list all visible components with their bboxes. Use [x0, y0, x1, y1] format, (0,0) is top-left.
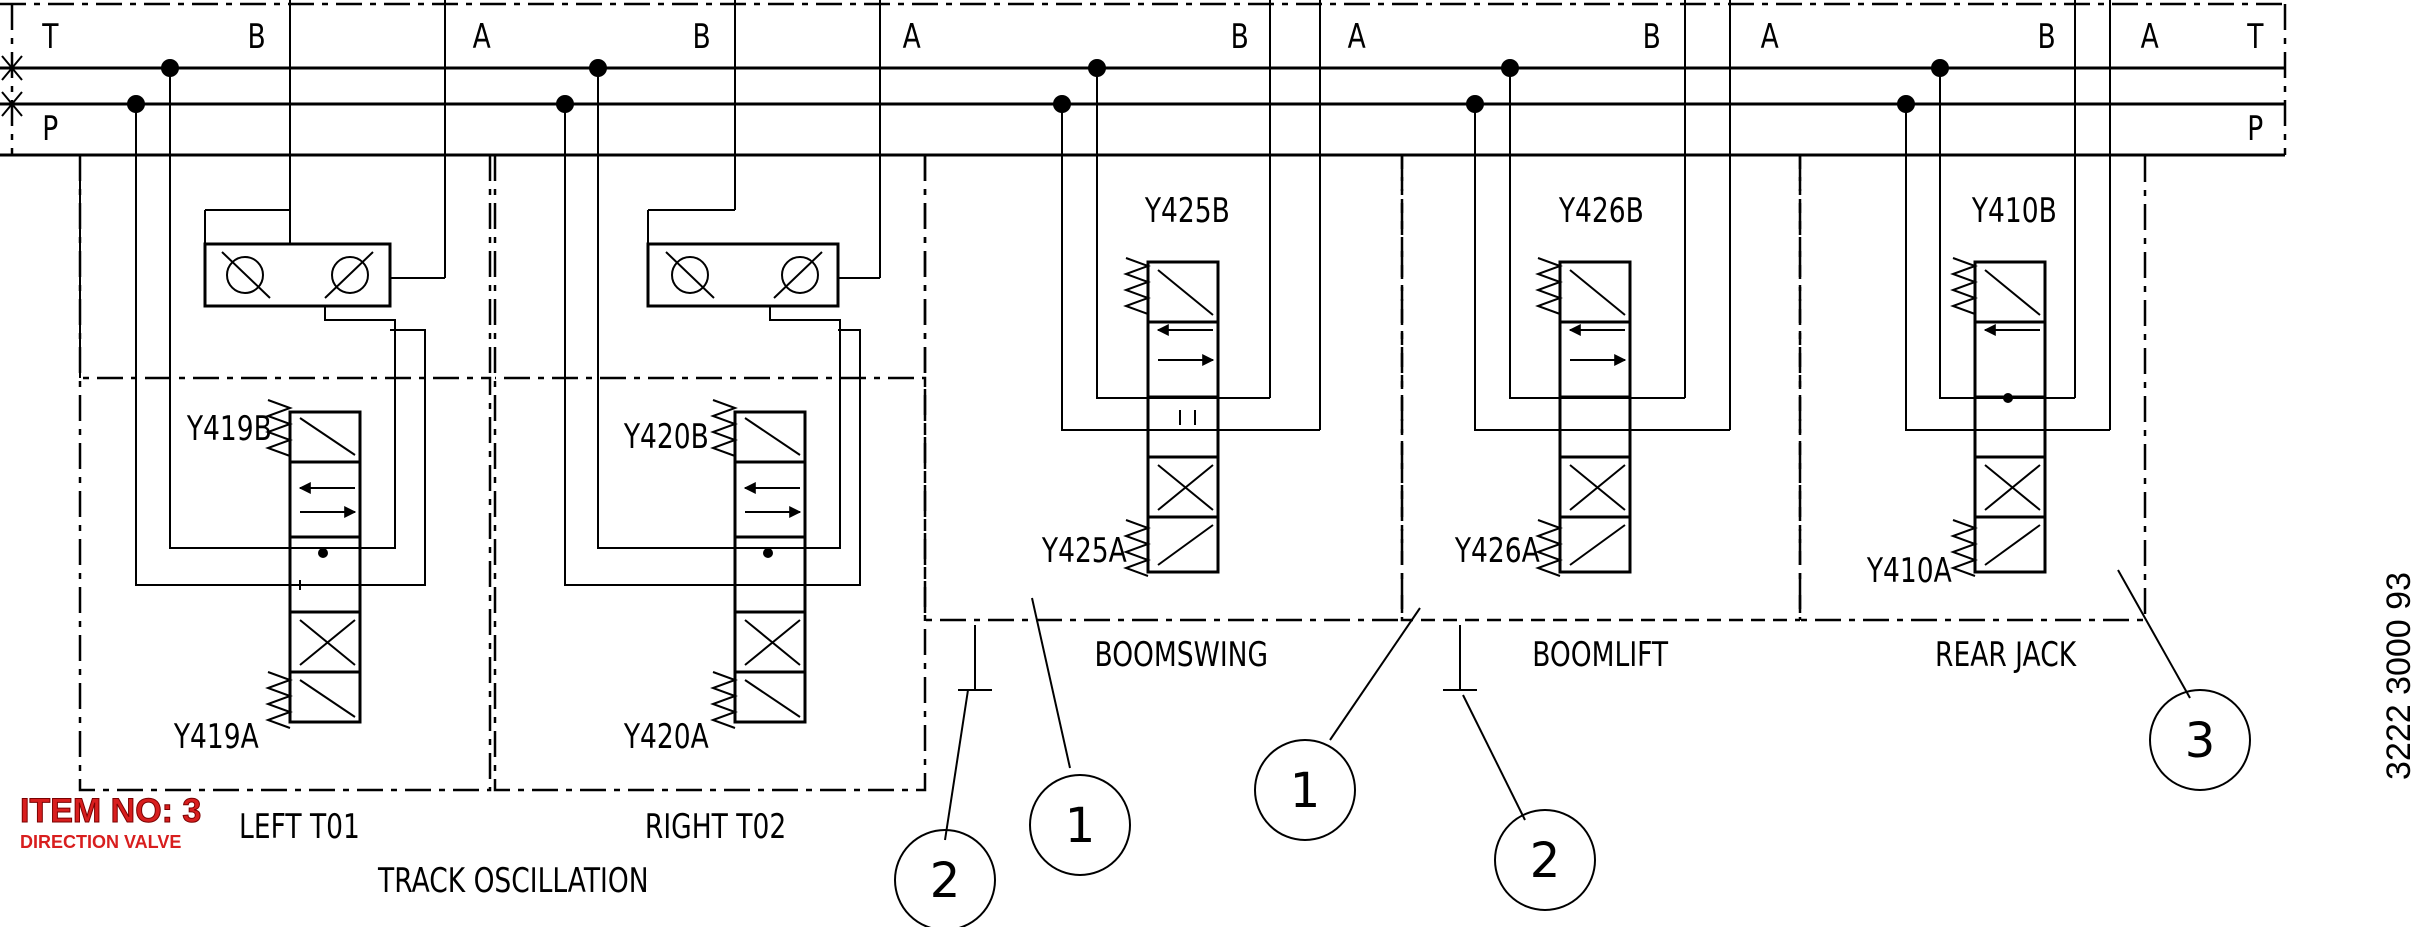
- svg-text:2: 2: [1530, 833, 1561, 889]
- svg-text:2: 2: [930, 853, 961, 909]
- callout-1b: 1: [1254, 739, 1356, 841]
- check-block-left: [203, 242, 392, 308]
- port-p-right: P: [2247, 110, 2263, 149]
- solenoid-y425a: Y425A: [1041, 532, 1127, 571]
- solenoid-y410a: Y410A: [1866, 552, 1952, 591]
- label-boomlift: BOOMLIFT: [1532, 636, 1668, 675]
- port-a-boomlift: A: [1761, 18, 1779, 57]
- label-boomswing: BOOMSWING: [1094, 636, 1268, 675]
- document-number: 3222 3000 93: [2380, 572, 2418, 780]
- port-b-left: B: [248, 18, 266, 57]
- port-a-rearjack: A: [2141, 18, 2159, 57]
- solenoid-y420b: Y420B: [623, 418, 709, 457]
- port-b-rearjack: B: [2038, 18, 2056, 57]
- item-number: ITEM NO: 3: [20, 792, 201, 830]
- port-lines: [289, 0, 2111, 430]
- solenoid-y426a: Y426A: [1454, 532, 1540, 571]
- port-b-boomswing: B: [1231, 18, 1249, 57]
- item-description: DIRECTION VALVE: [20, 832, 181, 852]
- svg-text:3: 3: [2185, 713, 2216, 769]
- callout-leaders: [944, 569, 2191, 841]
- port-a-right: A: [903, 18, 921, 57]
- section-boomswing: [923, 68, 1404, 622]
- port-a-left: A: [473, 18, 491, 57]
- section-rearjack: [1798, 68, 2147, 622]
- callout-1a: 1: [1029, 774, 1131, 876]
- port-p-left: P: [42, 110, 58, 149]
- drain-symbol-2: [1443, 625, 1477, 691]
- tank-cap-icon: [1, 55, 23, 81]
- svg-text:1: 1: [1065, 798, 1096, 854]
- section-left: [78, 68, 492, 792]
- port-t-left: T: [41, 18, 58, 57]
- callout-2a: 2: [894, 829, 996, 927]
- port-t-right: T: [2246, 18, 2263, 57]
- section-right: [493, 68, 927, 792]
- drain-symbol-1: [958, 625, 992, 691]
- label-left-t01: LEFT T01: [239, 808, 360, 847]
- port-b-right: B: [693, 18, 711, 57]
- section-boomlift: [1400, 68, 1802, 622]
- solenoid-y420a: Y420A: [623, 718, 709, 757]
- solenoid-y419b: Y419B: [186, 410, 272, 449]
- label-track-oscillation: TRACK OSCILLATION: [377, 862, 648, 901]
- label-right-t02: RIGHT T02: [645, 808, 786, 847]
- port-a-boomswing: A: [1348, 18, 1366, 57]
- solenoid-y419a: Y419A: [173, 718, 259, 757]
- solenoid-y425b: Y425B: [1144, 192, 1230, 231]
- pressure-cap-icon: [1, 91, 23, 117]
- callout-3: 3: [2149, 689, 2251, 791]
- solenoid-y410b: Y410B: [1971, 192, 2057, 231]
- port-labels: B A B A B A B A B A: [248, 18, 2159, 57]
- svg-text:1: 1: [1290, 763, 1321, 819]
- solenoid-y426b: Y426B: [1558, 192, 1644, 231]
- callout-2b: 2: [1494, 809, 1596, 911]
- label-rear-jack: REAR JACK: [1935, 636, 2077, 675]
- port-b-boomlift: B: [1643, 18, 1661, 57]
